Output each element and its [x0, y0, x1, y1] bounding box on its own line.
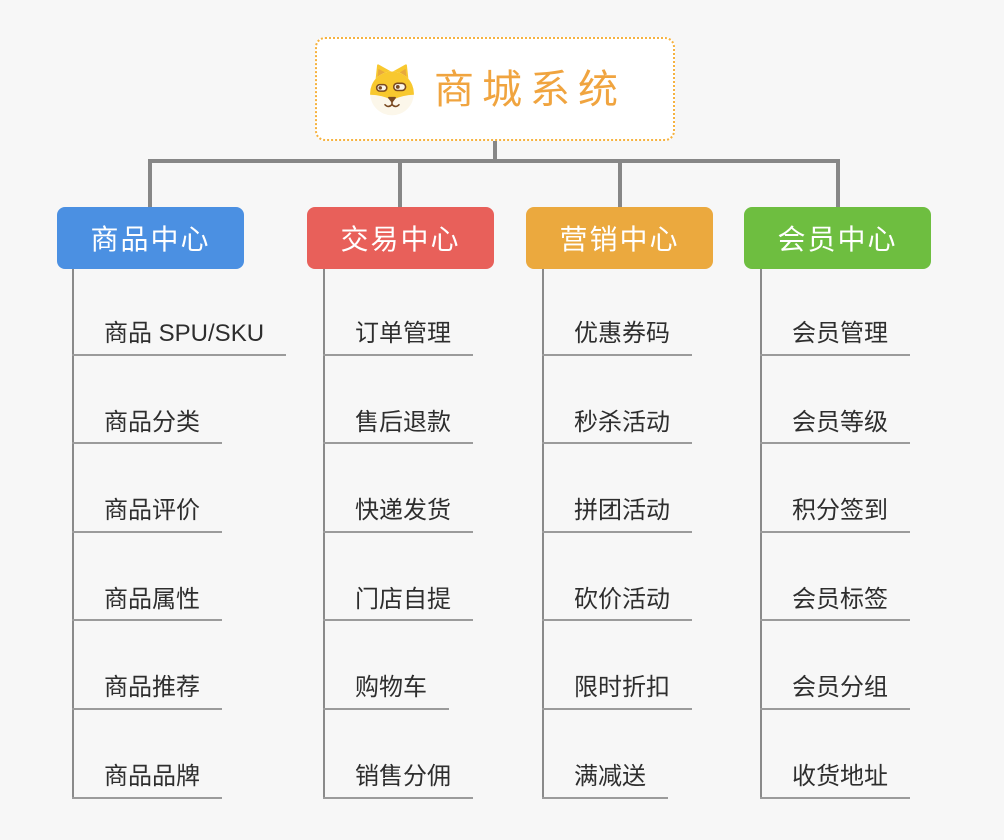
branch-node-trade[interactable]: 交易中心: [307, 207, 494, 269]
sub-item-label: 商品分类: [72, 409, 222, 445]
connector-trunk-member: [760, 269, 762, 799]
connector-root-stem: [493, 141, 497, 163]
sub-item-label: 商品推荐: [72, 674, 222, 710]
sub-item[interactable]: 商品分类: [72, 356, 222, 445]
sub-item[interactable]: 会员分组: [760, 621, 910, 710]
sub-item-label: 优惠券码: [542, 320, 692, 356]
sub-item[interactable]: 会员标签: [760, 533, 910, 622]
sub-item-label: 销售分佣: [323, 763, 473, 799]
sub-item[interactable]: 购物车: [323, 621, 449, 710]
sub-item[interactable]: 商品属性: [72, 533, 222, 622]
root-title: 商城系统: [434, 68, 626, 112]
sub-item[interactable]: 商品推荐: [72, 621, 222, 710]
root-node[interactable]: 商城系统: [315, 37, 675, 141]
sub-item[interactable]: 秒杀活动: [542, 356, 692, 445]
sub-item-label: 积分签到: [760, 497, 910, 533]
branch-node-member[interactable]: 会员中心: [744, 207, 931, 269]
sub-item[interactable]: 商品 SPU/SKU: [72, 267, 287, 356]
sub-item[interactable]: 销售分佣: [323, 710, 473, 799]
sub-item[interactable]: 售后退款: [323, 356, 473, 445]
sub-item-label: 商品品牌: [72, 763, 222, 799]
sub-item[interactable]: 收货地址: [760, 710, 910, 799]
sub-item-label: 售后退款: [323, 409, 473, 445]
sub-item[interactable]: 限时折扣: [542, 621, 692, 710]
sub-item[interactable]: 积分签到: [760, 444, 910, 533]
branch-node-product[interactable]: 商品中心: [57, 207, 244, 269]
item-column-member: 会员管理 会员等级 积分签到 会员标签 会员分组 收货地址: [760, 267, 910, 799]
sub-item[interactable]: 会员等级: [760, 356, 910, 445]
sub-item-label: 购物车: [323, 674, 449, 710]
item-column-product: 商品 SPU/SKU 商品分类 商品评价 商品属性 商品推荐 商品品牌: [72, 267, 287, 799]
sub-item[interactable]: 砍价活动: [542, 533, 692, 622]
sub-item-label: 拼团活动: [542, 497, 692, 533]
sub-item-label: 会员管理: [760, 320, 910, 356]
sub-item-label: 订单管理: [323, 320, 473, 356]
sub-item[interactable]: 会员管理: [760, 267, 910, 356]
sub-item-label: 会员等级: [760, 409, 910, 445]
sub-item-label: 砍价活动: [542, 586, 692, 622]
sub-item-label: 满减送: [542, 763, 668, 799]
connector-drop-member: [836, 159, 840, 207]
sub-item[interactable]: 订单管理: [323, 267, 473, 356]
sub-item-label: 收货地址: [760, 763, 910, 799]
connector-trunk-marketing: [542, 269, 544, 799]
sub-item[interactable]: 满减送: [542, 710, 668, 799]
connector-horizontal-bus: [148, 159, 840, 163]
connector-trunk-product: [72, 269, 74, 799]
branch-node-marketing[interactable]: 营销中心: [526, 207, 713, 269]
connector-trunk-trade: [323, 269, 325, 799]
sub-item-label: 商品属性: [72, 586, 222, 622]
sub-item[interactable]: 优惠券码: [542, 267, 692, 356]
sub-item-label: 商品评价: [72, 497, 222, 533]
shiba-dog-icon: [370, 64, 414, 116]
sub-item[interactable]: 商品评价: [72, 444, 222, 533]
connector-drop-trade: [398, 159, 402, 207]
item-column-marketing: 优惠券码 秒杀活动 拼团活动 砍价活动 限时折扣 满减送: [542, 267, 692, 799]
sub-item[interactable]: 拼团活动: [542, 444, 692, 533]
connector-drop-marketing: [618, 159, 622, 207]
sub-item-label: 会员标签: [760, 586, 910, 622]
connector-drop-product: [148, 159, 152, 207]
sub-item-label: 商品 SPU/SKU: [72, 320, 287, 356]
sub-item-label: 秒杀活动: [542, 409, 692, 445]
sub-item-label: 限时折扣: [542, 674, 692, 710]
sub-item-label: 快递发货: [323, 497, 473, 533]
sub-item[interactable]: 门店自提: [323, 533, 473, 622]
sub-item[interactable]: 商品品牌: [72, 710, 222, 799]
sub-item-label: 会员分组: [760, 674, 910, 710]
sub-item[interactable]: 快递发货: [323, 444, 473, 533]
item-column-trade: 订单管理 售后退款 快递发货 门店自提 购物车 销售分佣: [323, 267, 473, 799]
sub-item-label: 门店自提: [323, 586, 473, 622]
